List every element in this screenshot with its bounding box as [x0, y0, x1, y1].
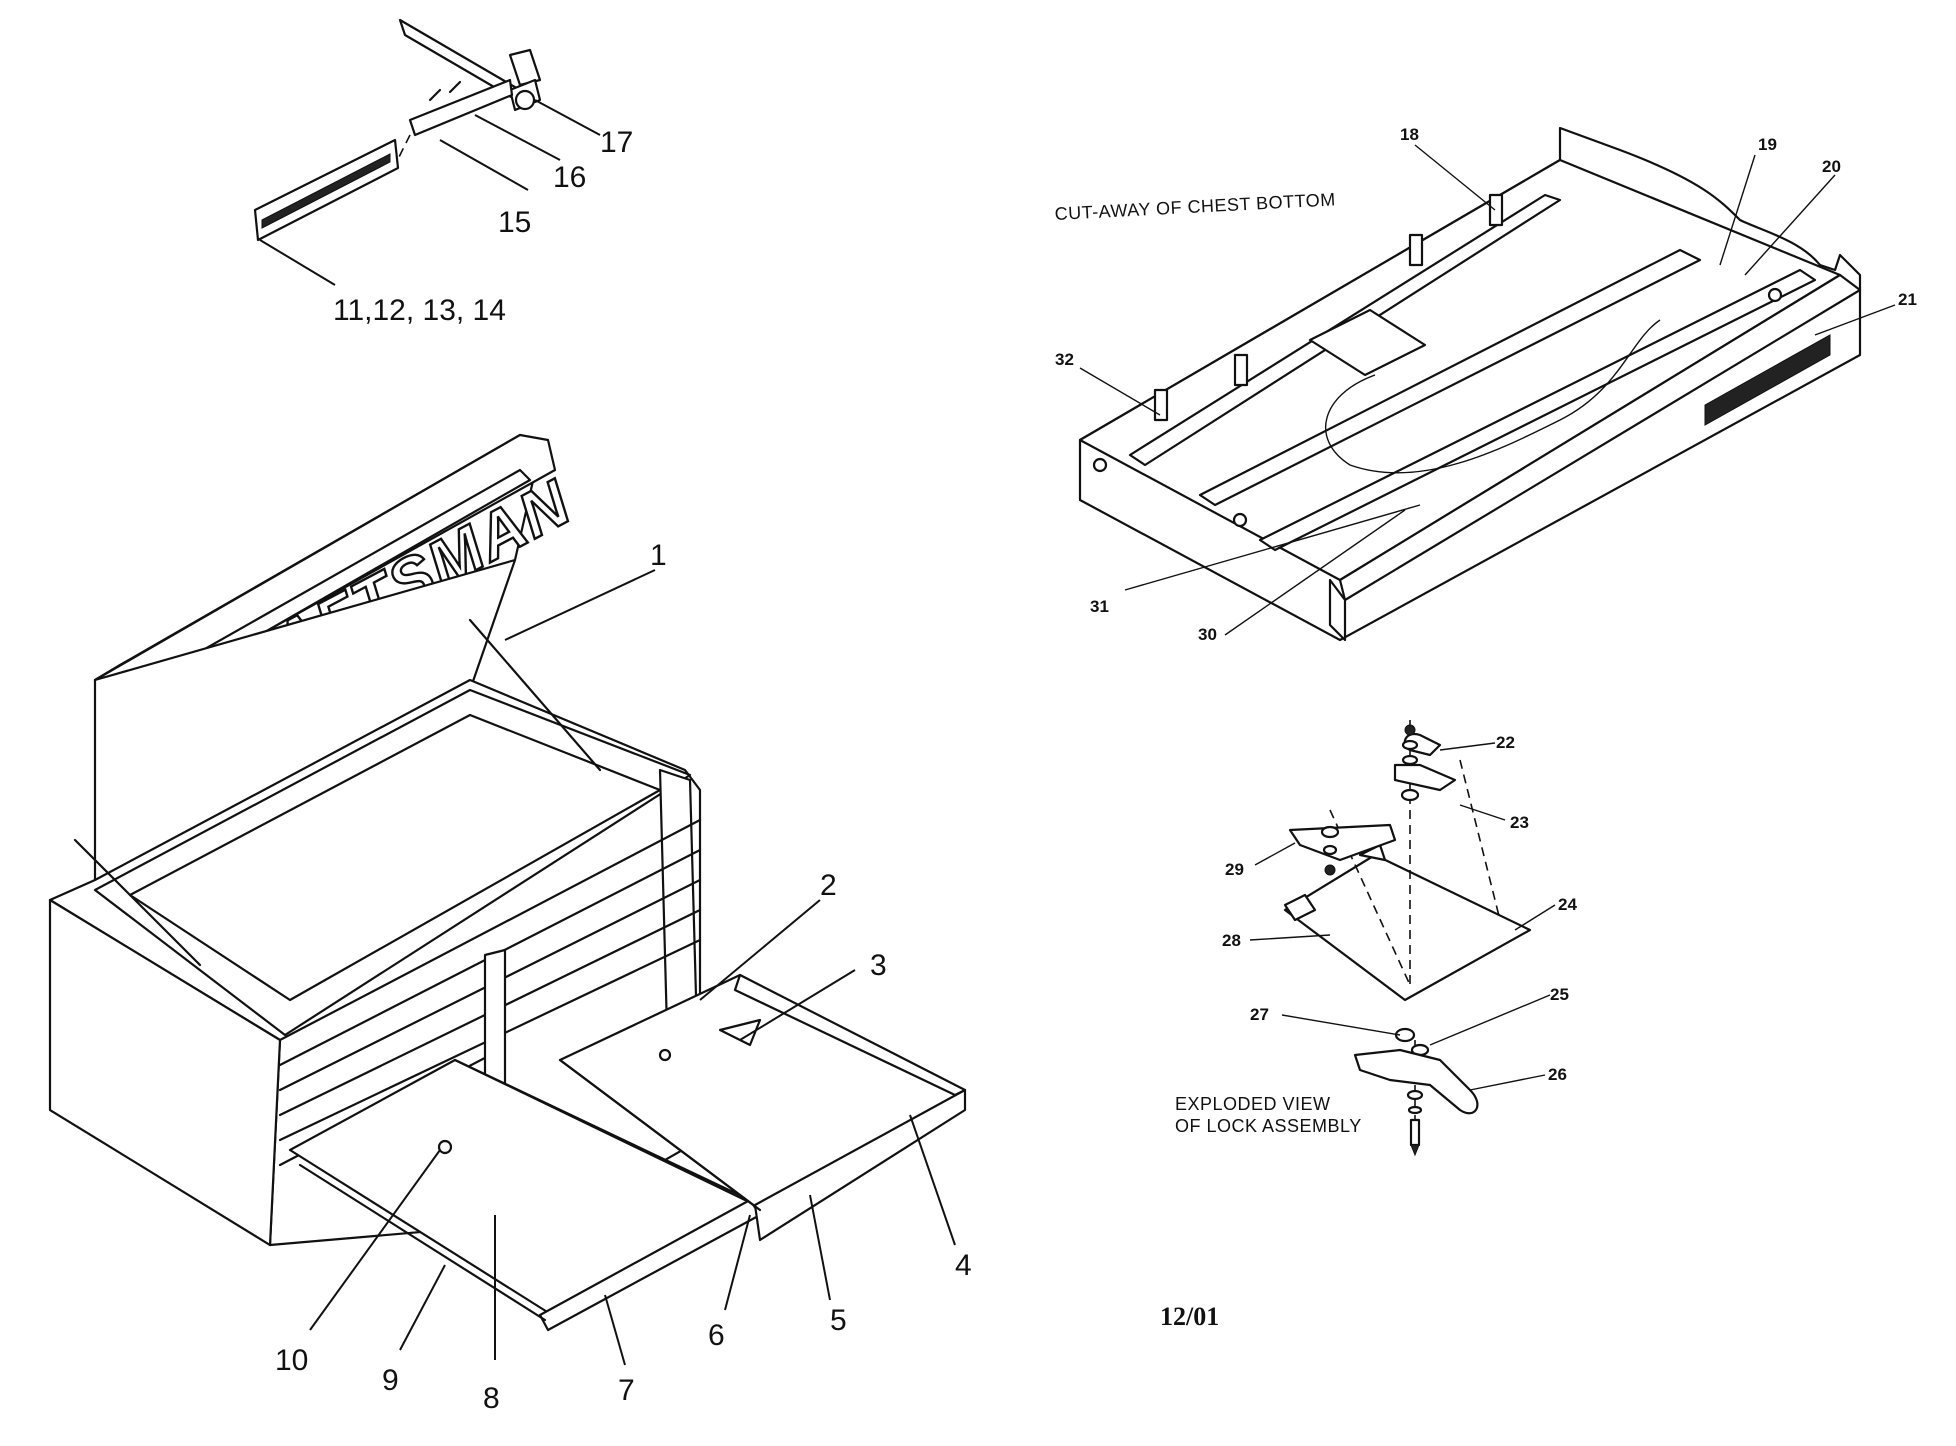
callout-17: 17	[600, 126, 633, 159]
callout-31: 31	[1090, 597, 1109, 616]
callout-4: 4	[955, 1249, 972, 1282]
callout-30: 30	[1198, 625, 1217, 644]
callout-28: 28	[1222, 931, 1241, 950]
callout-3: 3	[870, 949, 887, 982]
callout-29: 29	[1225, 860, 1244, 879]
callout-27: 27	[1250, 1005, 1269, 1024]
callout-22: 22	[1496, 733, 1515, 752]
callout-7: 7	[618, 1374, 635, 1407]
callout-2: 2	[820, 869, 837, 902]
callout-21: 21	[1898, 290, 1917, 309]
lock-assembly-exploded	[1283, 720, 1532, 1157]
callout-23: 23	[1510, 813, 1529, 832]
callout-18: 18	[1400, 125, 1419, 144]
callout-20: 20	[1822, 157, 1841, 176]
date-code: 12/01	[1160, 1302, 1219, 1331]
callout-9: 9	[382, 1364, 399, 1397]
callout-26: 26	[1548, 1065, 1567, 1084]
callout-25: 25	[1550, 985, 1569, 1004]
callout-5: 5	[830, 1304, 847, 1337]
callout-6: 6	[708, 1319, 725, 1352]
chest-bottom-cutaway	[1078, 126, 1862, 642]
callout-10: 10	[275, 1344, 308, 1377]
trim-strip-detail	[253, 18, 542, 242]
exploded-caption-line1: EXPLODED VIEW	[1175, 1094, 1331, 1114]
callout-1: 1	[650, 539, 667, 572]
callout-16: 16	[553, 161, 586, 194]
callout-24: 24	[1558, 895, 1577, 914]
callout-8: 8	[483, 1382, 500, 1415]
callout-labels: 1 2 3 4 5 6 7 8 9 10 11,12, 13, 14 15 16…	[275, 125, 1917, 1415]
callout-19: 19	[1758, 135, 1777, 154]
exploded-caption-line2: OF LOCK ASSEMBLY	[1175, 1116, 1362, 1136]
leader-lines	[259, 99, 1896, 1366]
cutaway-caption: CUT-AWAY OF CHEST BOTTOM	[1054, 189, 1336, 224]
callout-32: 32	[1055, 350, 1074, 369]
callout-11-14: 11,12, 13, 14	[333, 294, 506, 327]
callout-15: 15	[498, 206, 531, 239]
